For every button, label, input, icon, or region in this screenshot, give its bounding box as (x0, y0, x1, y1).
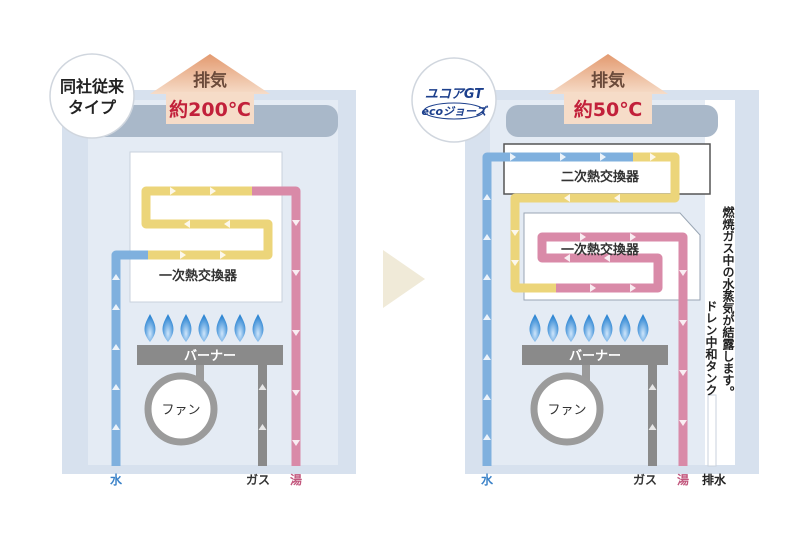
comparison-arrow-icon (383, 250, 425, 308)
hot-water-label: 湯 (290, 472, 302, 487)
exhaust-arrow (548, 54, 668, 94)
badge-line1: 同社従来 (60, 77, 125, 96)
water-label: 水 (481, 472, 494, 487)
water-pipe (111, 250, 148, 466)
burner (522, 345, 668, 365)
burner-flames (144, 314, 264, 342)
eco-badge (411, 57, 497, 143)
fan-label: ファン (547, 403, 586, 418)
primary-hx-label: 一次熱交換器 (561, 242, 640, 258)
exhaust-temp: 約50℃ (574, 98, 642, 121)
hot-water-pipe (252, 186, 301, 466)
exhaust-label: 排気 (193, 70, 227, 91)
secondary-loop (510, 152, 680, 293)
flow-arrows (483, 153, 687, 440)
fan-label: ファン (161, 403, 200, 418)
burner-flames (529, 314, 649, 342)
burner-label: バーナー (569, 349, 621, 364)
hot-water-label: 湯 (677, 472, 689, 487)
conventional-badge (49, 53, 135, 139)
primary-loop (141, 186, 273, 260)
primary-hx-label: 一次熱交換器 (159, 268, 238, 284)
water-pipe (482, 152, 633, 466)
gas-flow-arrows (258, 384, 267, 430)
exhaust-arrow-body (166, 92, 254, 124)
gas-pipe (258, 365, 267, 466)
gas-flow-arrows (648, 384, 657, 430)
drain-label: 排水 (702, 472, 727, 487)
exhaust-temp: 約200℃ (169, 98, 251, 121)
burner (137, 345, 283, 365)
badge-line2: タイプ (68, 98, 117, 117)
exhaust-arrow-body (564, 92, 652, 124)
eco-logo-mark-icon (423, 102, 485, 120)
primary-loop (537, 232, 688, 466)
gas-label: ガス (246, 472, 270, 487)
fan (530, 372, 604, 446)
drain-pipe (707, 394, 717, 467)
water-label: 水 (110, 472, 123, 487)
fan (144, 372, 218, 446)
conventional-unit: 排気 約200℃ 一次熱交換器 (49, 53, 356, 487)
condensation-note: 燃焼ガス中の水蒸気が結露します。 (721, 205, 735, 398)
flow-arrows (112, 187, 300, 446)
eco-logo-line1: ユコアGT (425, 87, 484, 102)
exhaust-arrow (150, 54, 270, 94)
eco-logo-line2: ecoジョーズ (422, 105, 489, 118)
gas-pipe (648, 365, 657, 466)
eco-unit: 排気 約50℃ (411, 54, 759, 487)
secondary-hx-label: 二次熱交換器 (561, 169, 640, 185)
burner-label: バーナー (184, 349, 236, 364)
exhaust-label: 排気 (591, 70, 625, 91)
gas-label: ガス (633, 472, 657, 487)
drain-tank-label: ドレン中和タンク (704, 300, 718, 396)
